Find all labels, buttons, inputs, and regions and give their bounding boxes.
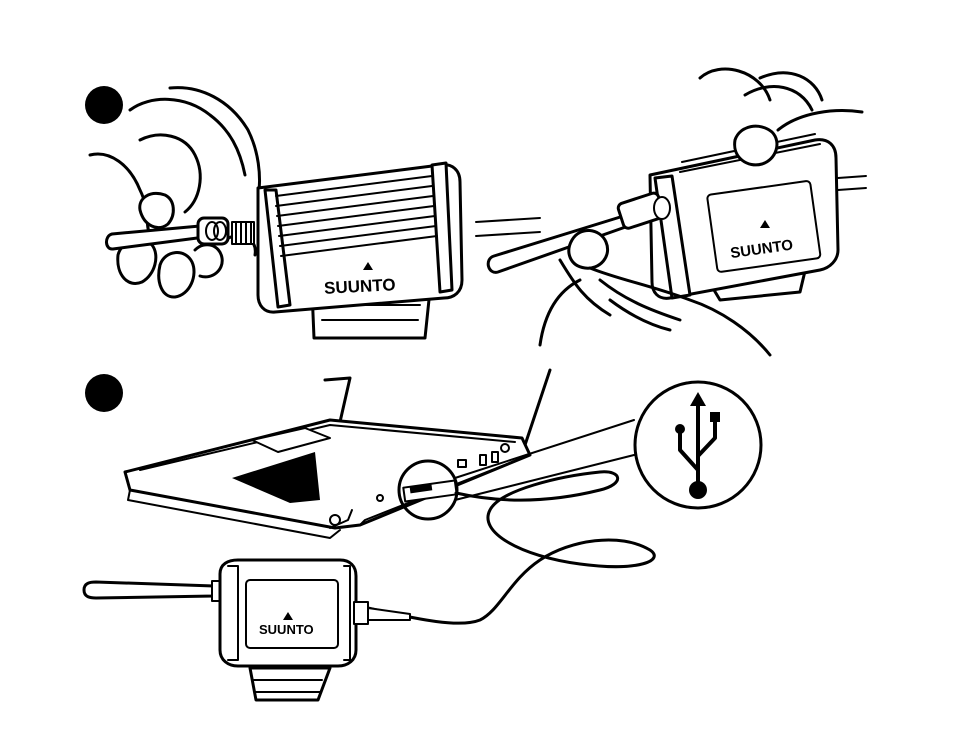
usb-icon	[635, 382, 761, 508]
antenna-icon	[84, 581, 224, 601]
brand-label: SUUNTO	[259, 622, 314, 637]
step-1-marker	[85, 86, 123, 124]
receiver-device-1: SUUNTO	[258, 163, 540, 338]
step-2-marker	[85, 374, 123, 412]
receiver-device-3: SUUNTO	[220, 560, 410, 700]
connector-thread	[232, 222, 254, 244]
laptop-icon	[125, 370, 550, 538]
brand-label: SUUNTO	[324, 275, 396, 298]
